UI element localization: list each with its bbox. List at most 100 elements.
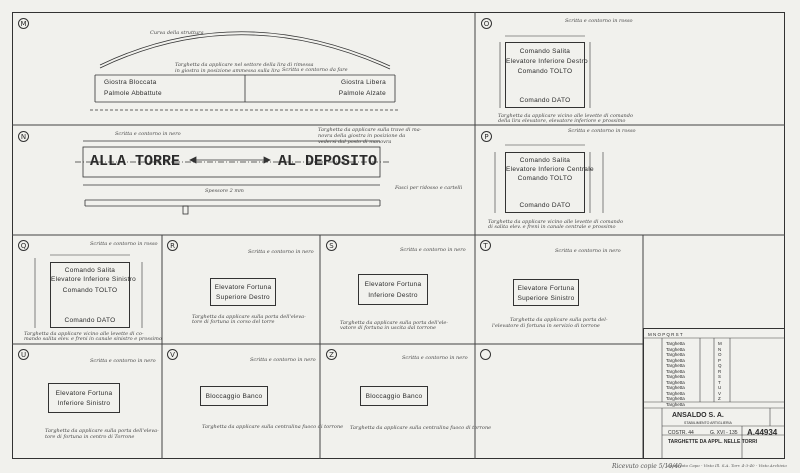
plate-q-line4: Comando DATO [64, 317, 116, 324]
note-q-3: mando salita elev. e freni in canale sin… [24, 336, 162, 342]
title-block-row-label: Targhetta [666, 363, 685, 368]
section-letter-p: P [481, 131, 492, 142]
plate-u: Elevatore Fortuna Inferiore Sinistro [48, 383, 120, 413]
title-block-row-label: Targhetta [666, 379, 685, 385]
note-n-2: Targhetta da applicare sulla trave di ma… [318, 127, 422, 133]
plate-m-right-line2: Palmole Alzate [338, 90, 386, 97]
section-letter-r: R [167, 240, 178, 251]
plate-o-line3: Comando TOLTO [517, 68, 573, 75]
note-r-2: Targhetta da applicare sulla porta dell'… [192, 314, 306, 320]
note-v-2: Targhetta da applicare sulla centralina … [202, 424, 344, 430]
note-t-1: Scritta e contorno in nero [555, 248, 621, 254]
plate-n-left-text: ALLA TORRE [90, 153, 181, 170]
note-o-1: Scritta e contorno in rosso [565, 18, 633, 24]
title-block-subtitle: STABILIMENTO ARTIGLIERIA [684, 421, 732, 425]
note-s-3: vatore di fortuna in uscita dal torrone [340, 325, 436, 331]
note-q-2: Targhetta da applicare vicino alle levet… [24, 331, 144, 337]
title-block-row-code: V [718, 390, 722, 396]
title-block-row-code: Q [718, 363, 722, 368]
note-s-2: Targhetta da applicare sulla porta dell'… [340, 320, 449, 326]
title-block-row-code: S [718, 374, 722, 379]
note-n-6: Fasci per ridosso e cartelli [395, 185, 463, 191]
plate-r: Elevatore Fortuna Superiore Destro [210, 278, 276, 306]
plate-q-line2: Elevatore Inferiore Sinistro [51, 276, 136, 283]
plate-t-line1: Elevatore Fortuna [517, 285, 575, 292]
note-t-3: l'elevatore di fortuna in servizio di to… [492, 323, 600, 329]
note-m-4: Scritta e contorno da fare [282, 67, 348, 73]
section-letter-s: S [326, 240, 337, 251]
note-v-1: Scritta e contorno in nero [250, 357, 316, 363]
plate-s-line1: Elevatore Fortuna [364, 281, 422, 288]
note-n-3: novra della giostra in posizione da [318, 133, 406, 139]
plate-m-right-line1: Giostra Libera [340, 79, 386, 86]
section-letter-t: T [480, 240, 491, 251]
note-s-1: Scritta e contorno in nero [400, 247, 466, 253]
plate-m-right: Giostra Libera Palmole Alzate [246, 76, 394, 101]
note-u-1: Scritta e contorno in nero [90, 358, 156, 364]
title-block-row-code: O [718, 352, 722, 357]
title-block-row-label: Targhetta [666, 341, 685, 346]
plate-p-line1: Comando Salita [519, 157, 571, 164]
plate-v: Bloccaggio Banco [200, 386, 268, 406]
note-u-2: Targhetta da applicare sulla porta dell'… [45, 428, 159, 434]
section-letter-o: O [481, 18, 492, 29]
plate-u-line2: Inferiore Sinistro [57, 400, 111, 407]
title-block-row-label: Targhetta [666, 396, 685, 401]
plate-s: Elevatore Fortuna Inferiore Destro [358, 274, 428, 305]
title-block-code2: G. XVI - 135 [710, 430, 738, 436]
plate-m-left-line1: Giostra Bloccata [104, 79, 157, 86]
plate-o-line4: Comando DATO [519, 97, 571, 104]
plate-v-line1: Bloccaggio Banco [205, 393, 263, 400]
title-block-company: ANSALDO S. A. [672, 412, 724, 419]
note-z-2: Targhetta da applicare sulla centralina … [350, 425, 492, 431]
plate-m-left: Giostra Bloccata Palmole Abbattute [96, 76, 244, 101]
note-q-1: Scritta e contorno in rosso [90, 241, 158, 247]
title-block-row-label: Targhetta [666, 374, 685, 379]
title-block-row-label: Targhetta [666, 385, 685, 390]
section-letter-q: Q [18, 240, 29, 251]
title-block-row-label: Targhetta [666, 368, 685, 374]
plate-z-line1: Bloccaggio Banco [365, 393, 423, 400]
section-letter-v: V [167, 349, 178, 360]
title-block-row-code: N [718, 346, 722, 352]
note-n-5: Spessore 2 mm [205, 188, 244, 194]
title-block-row-label: Targhetta [666, 346, 685, 352]
plate-p-line2: Elevatore Inferiore Centrale [506, 166, 594, 173]
plate-q-line3: Comando TOLTO [62, 287, 118, 294]
title-block-number: A.44934 [747, 428, 778, 437]
note-t-2: Targhetta da applicare sulla porta del- [510, 317, 608, 323]
plate-z: Bloccaggio Banco [360, 386, 428, 406]
plate-p-line4: Comando DATO [519, 202, 571, 209]
section-letter-empty [480, 349, 491, 360]
title-block-header: M N O P Q R S T [648, 332, 683, 337]
plate-m-left-line2: Palmole Abbattute [104, 90, 162, 97]
note-o-3: della lira elevatore, elevatore inferior… [498, 118, 626, 124]
plate-t-line2: Superiore Sinistro [517, 295, 575, 302]
note-m-3: Curva della struttura [150, 30, 204, 36]
note-u-3: tore di fortuna in centro di Torrone [45, 434, 135, 440]
plate-t: Elevatore Fortuna Superiore Sinistro [513, 279, 579, 306]
plate-r-line1: Elevatore Fortuna [214, 284, 272, 291]
title-block-row-label: Targhetta [666, 401, 685, 407]
note-p-3: di salita elev. e freni in canale centra… [488, 224, 616, 230]
section-letter-n: N [18, 131, 29, 142]
note-p-1: Scritta e contorno in rosso [568, 128, 636, 134]
title-block-row-code: U [718, 385, 722, 390]
note-r-3: tore di fortuna in corso del torre [192, 319, 275, 325]
title-block-code1: COSTR. 44 [668, 430, 694, 436]
section-letter-z: Z [326, 349, 337, 360]
plate-p: Comando Salita Elevatore Inferiore Centr… [505, 152, 594, 213]
note-m-1: Targhetta da applicare nel settore della… [175, 62, 314, 68]
section-letter-u: U [18, 349, 29, 360]
note-n-1: Scritta e contorno in nero [115, 131, 181, 137]
plate-q-line1: Comando Salita [64, 267, 116, 274]
plate-q: Comando Salita Elevatore Inferiore Sinis… [50, 262, 136, 328]
title-block-title: TARGHETTE DA APPL. NELLE TORRI [668, 439, 758, 445]
title-block-row-code: T [718, 379, 721, 385]
note-n-4: vedersi dal posto di manovra [318, 139, 392, 145]
section-letter-m: M [18, 18, 29, 29]
note-p-2: Targhetta da applicare vicino alle levet… [488, 219, 623, 225]
plate-r-line2: Superiore Destro [216, 294, 270, 301]
